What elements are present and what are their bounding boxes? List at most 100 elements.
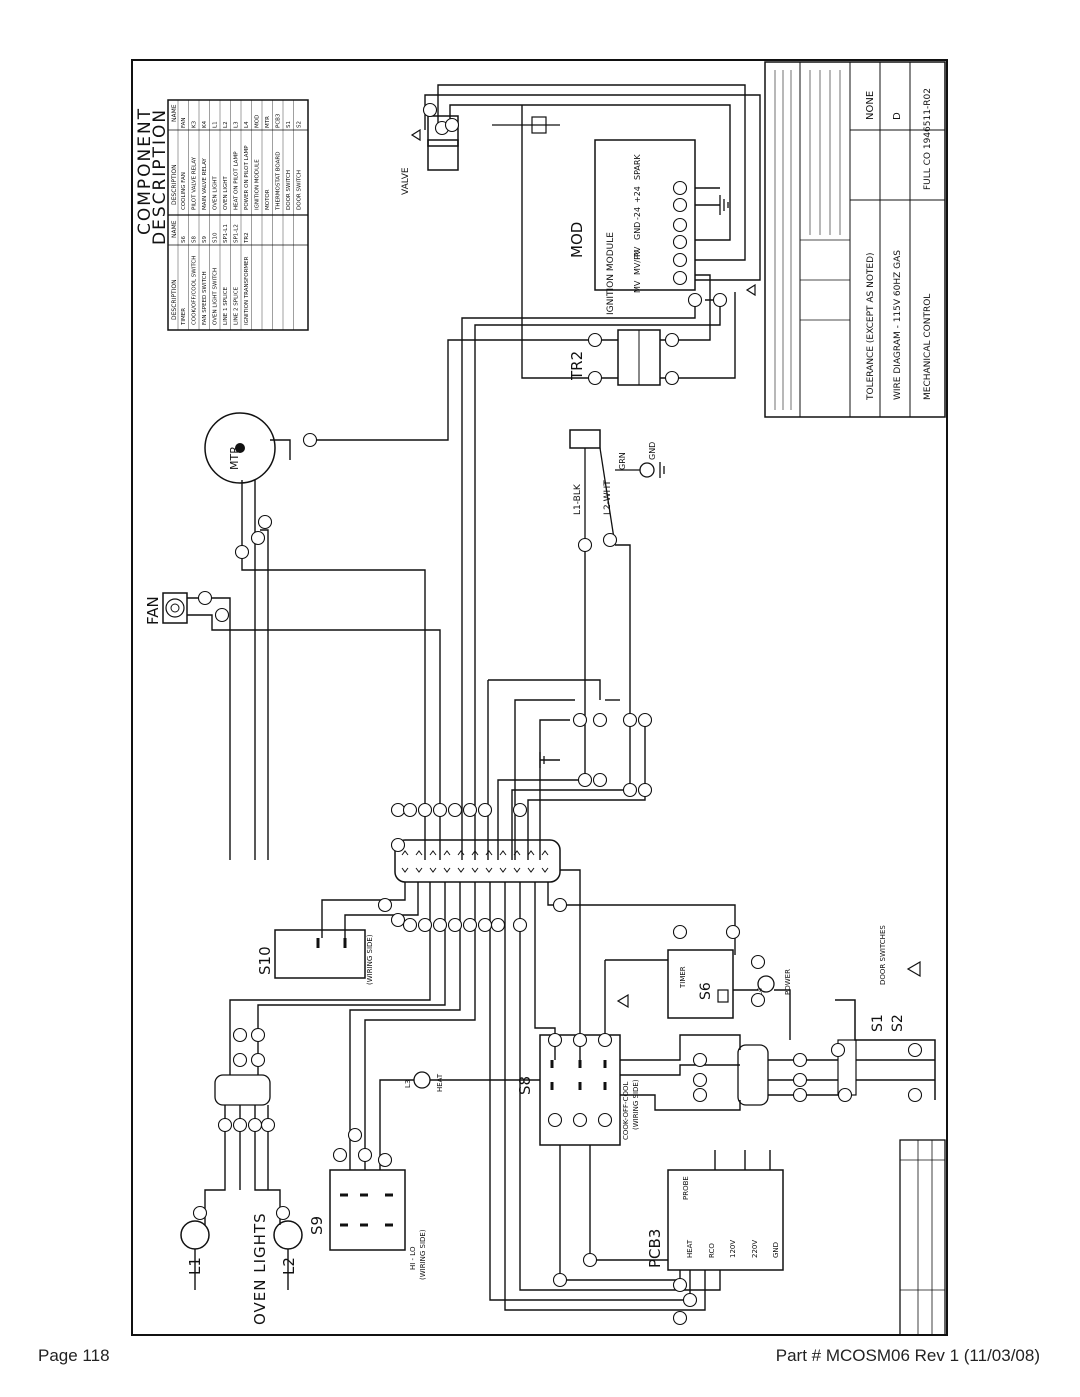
title-wire-diagram: WIRE DIAGRAM - 115V 60HZ GAS — [893, 250, 903, 400]
table-cell: OVEN LIGHT SWITCH — [213, 268, 219, 325]
table-cell: FAN — [181, 117, 187, 128]
table-cell: L2 — [223, 121, 229, 128]
switch-s8 — [539, 1034, 621, 1146]
table-header: DESCRIPTION — [171, 279, 178, 320]
terminal-block-j2 — [394, 839, 561, 883]
table-cell: OVEN LIGHT — [223, 176, 229, 210]
table-cell: TIMER — [181, 308, 187, 326]
table-cell: PCB3 — [276, 113, 282, 128]
power-lamp-l4 — [757, 975, 775, 993]
oven-lights-label: OVEN LIGHTS — [251, 1212, 269, 1325]
s2-label: S2 — [890, 1014, 906, 1032]
part-number: Part # MCOSM06 Rev 1 (11/03/08) — [775, 1346, 1040, 1365]
table-cell: SP1-L1 — [223, 224, 229, 243]
mod-label: MOD — [568, 222, 586, 258]
ignition-module-label: IGNITION MODULE — [606, 232, 616, 315]
s8-label: S8 — [516, 1076, 534, 1095]
table-cell: MOD — [255, 115, 261, 128]
s8-wiring-side: (WIRING SIDE) — [632, 1079, 640, 1130]
cooling-fan — [162, 592, 188, 624]
wiring-traces — [187, 84, 935, 1311]
l1-blk-label: L1-BLK — [573, 483, 583, 515]
table-header: NAME — [171, 220, 178, 238]
component-heading: COMPONENT — [135, 107, 155, 235]
connector-p3-j3 — [737, 1044, 769, 1106]
revision-block — [899, 1139, 946, 1336]
mod-terminal-label: GND — [633, 222, 642, 240]
s6-label: S6 — [698, 982, 714, 1000]
timer-s6 — [667, 949, 734, 1019]
power-cord — [569, 429, 655, 546]
table-cell: K3 — [192, 120, 198, 128]
table-cell: SP1-L2 — [234, 224, 240, 243]
valve-label: VALVE — [401, 167, 411, 195]
component-table: NAMEDESCRIPTIONNAMEDESCRIPTIONFANCOOLING… — [167, 99, 309, 331]
table-cell: MAIN VALVE RELAY — [202, 158, 208, 210]
power-label: POWER — [784, 969, 792, 995]
table-cell: HEAT ON PILOT LAMP — [234, 151, 240, 210]
table-cell: S10 — [213, 232, 219, 243]
oven-light-l1 — [180, 1220, 210, 1250]
table-header: NAME — [171, 104, 178, 122]
table-cell: S1 — [286, 121, 292, 128]
table-cell: S6 — [181, 236, 187, 243]
table-cell: THERMOSTAT BOARD — [276, 152, 282, 211]
gas-valve — [427, 115, 560, 171]
gnd-label: GND — [648, 442, 657, 460]
l3-label: L3 — [404, 1080, 412, 1088]
table-cell: MOTOR — [265, 189, 271, 210]
switch-s10 — [274, 929, 366, 979]
title-scale: NONE — [865, 91, 876, 120]
table-cell: L4 — [244, 121, 250, 128]
pcb3-terminal-label: 220V — [751, 1240, 759, 1258]
table-cell: TR2 — [244, 232, 250, 244]
mod-terminal-label: PV — [633, 246, 642, 257]
table-cell: PILOT VALVE RELAY — [192, 156, 198, 210]
description-heading: DESCRIPTION — [150, 108, 170, 245]
table-cell: LINE 2 SPLICE — [234, 286, 240, 325]
mod-terminal-label: MV — [633, 280, 642, 293]
mod-terminal-label: -24 — [633, 207, 642, 220]
table-cell: LINE 1 SPLICE — [223, 286, 229, 325]
cook-off-cool-label: COOK-OFF-COOL — [622, 1082, 630, 1140]
thermostat-board-pcb3 — [667, 1169, 784, 1271]
title-control: MECHANICAL CONTROL — [923, 294, 933, 400]
table-cell: S2 — [297, 121, 303, 128]
diagram-frame — [131, 59, 948, 1336]
fan-label: FAN — [144, 596, 162, 625]
tr2-label: TR2 — [568, 351, 586, 381]
pcb3-terminal-label: GND — [772, 1242, 780, 1258]
mod-terminal-label: SPARK — [633, 154, 642, 180]
ignition-module — [594, 139, 696, 291]
title-drawing-no: FULL CO 1946511-R02 — [923, 88, 933, 190]
table-cell: K4 — [202, 120, 208, 128]
s10-wiring-side: (WIRING SIDE) — [366, 934, 374, 985]
s9-label: S9 — [308, 1216, 326, 1235]
timer-label: TIMER — [679, 966, 687, 989]
table-cell: IGNITION MODULE — [255, 159, 261, 210]
table-cell: IGNITION TRANSFORMER — [244, 256, 250, 325]
hi-lo-label: HI - LO — [409, 1246, 417, 1270]
mod-terminal-label: +24 — [633, 186, 642, 203]
warning-triangles — [410, 128, 921, 1009]
l4-label: L4 — [756, 987, 764, 996]
table-cell: COOLING FAN — [181, 172, 187, 210]
door-switches-label: DOOR SWITCHES — [879, 925, 887, 985]
table-cell: OVEN LIGHT — [213, 176, 219, 210]
pcb3-terminal-label: RCO — [708, 1243, 716, 1258]
table-cell: L3 — [234, 121, 240, 128]
page-number: Page 118 — [38, 1346, 110, 1365]
transformer-tr2 — [617, 329, 661, 386]
grn-label: GRN — [618, 452, 627, 470]
table-cell: L1 — [213, 121, 219, 128]
mod-terminal-label: MV/PV — [633, 249, 642, 275]
heat-lamp-l3 — [413, 1071, 431, 1089]
table-cell: S9 — [202, 236, 208, 243]
l2-wht-label: L2-WHT — [603, 480, 613, 515]
table-cell: DOOR SWITCH — [297, 170, 303, 210]
pcb3-terminal-label: PROBE — [682, 1176, 690, 1200]
l2-label: L2 — [280, 1257, 298, 1275]
table-cell: DOOR SWITCH — [286, 170, 292, 210]
oven-light-l2 — [273, 1220, 303, 1250]
